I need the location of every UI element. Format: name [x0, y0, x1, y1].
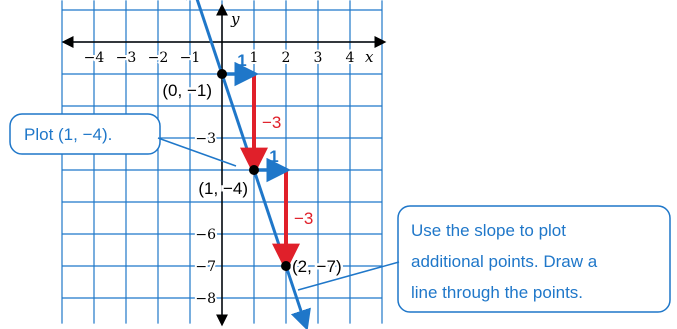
plotted-point — [281, 261, 291, 271]
slope-note-callout-pointer — [297, 261, 400, 291]
rise-arrows: −3 −3 — [240, 74, 313, 272]
plotted-point — [249, 165, 259, 175]
y-tick-label: −3 — [195, 131, 216, 147]
x-tick-label: −2 — [148, 50, 169, 66]
slope-note-line-1: Use the slope to plot — [411, 221, 566, 240]
y-tick-label: −7 — [195, 259, 216, 275]
x-tick-label: 2 — [282, 50, 291, 66]
run-label: 1 — [237, 51, 246, 70]
rise-label: −3 — [262, 113, 281, 132]
slope-note-line-3: line through the points. — [411, 283, 583, 302]
slope-note-line-2: additional points. Draw a — [411, 252, 598, 271]
x-tick-label: −4 — [84, 50, 105, 66]
x-tick-label: −1 — [180, 50, 201, 66]
y-tick-label: −8 — [195, 291, 216, 307]
x-tick-label: 3 — [314, 50, 323, 66]
axes: x y — [61, 3, 387, 327]
point-label: (2, −7) — [292, 257, 342, 276]
point-label: (0, −1) — [162, 81, 212, 100]
x-tick-label: 4 — [346, 50, 355, 66]
plot-point-callout-text: Plot (1, −4). — [24, 125, 112, 144]
x-axis-label: x — [365, 48, 374, 66]
slope-note-callout: Use the slope to plot additional points.… — [297, 205, 671, 313]
x-tick-label: 1 — [250, 50, 259, 66]
point-label: (1, −4) — [198, 179, 248, 198]
run-arrows: 11 — [222, 51, 291, 183]
plot-point-callout-box — [9, 113, 161, 155]
plot-point-callout: Plot (1, −4). — [9, 113, 237, 167]
y-axis-label: y — [230, 10, 240, 28]
run-label: 1 — [269, 147, 278, 166]
plot-point-callout-pointer — [157, 137, 237, 167]
plotted-points: (0, −1) (1, −4) (2, −7) — [160, 69, 344, 279]
x-tick-label: −3 — [116, 50, 137, 66]
rise-label: −3 — [294, 209, 313, 228]
y-tick-label: −6 — [195, 227, 216, 243]
slope-note-callout-box — [397, 205, 671, 313]
plotted-point — [217, 69, 227, 79]
